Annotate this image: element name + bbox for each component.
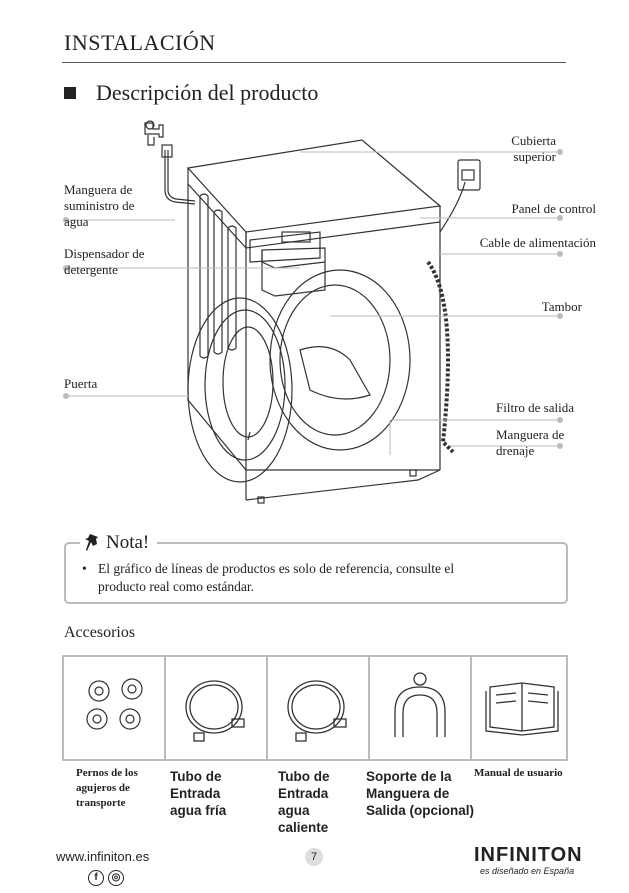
accessory-drain-hose-bracket — [370, 657, 472, 759]
note-box — [64, 542, 568, 604]
label-drain-filter: Filtro de salida — [496, 400, 574, 415]
note-title: Nota! — [106, 532, 150, 553]
label-door: Puerta — [64, 376, 98, 391]
accessory-transport-bolts — [64, 657, 166, 759]
instagram-icon[interactable]: ◎ — [108, 870, 124, 886]
page-subtitle: Descripción del producto — [96, 80, 319, 105]
section-title: INSTALACIÓN — [64, 30, 216, 55]
note-content: • El gráfico de líneas de productos es s… — [82, 560, 542, 596]
label-user-manual: Manual de usuario — [474, 767, 563, 779]
label-power-cable: Cable de alimentación — [479, 235, 596, 250]
hose-bracket-icon — [394, 672, 446, 737]
accessory-user-manual — [472, 657, 572, 759]
note-line-2: producto real como estándar. — [98, 579, 254, 594]
book-icon — [485, 682, 559, 736]
hot-hose-icon — [287, 680, 347, 742]
cold-hose-icon — [185, 680, 245, 742]
accessory-hot-inlet-hose — [268, 657, 370, 759]
note-line-1: El gráfico de líneas de productos es sol… — [98, 561, 455, 576]
note-bullet: • — [82, 561, 87, 576]
label-control-panel: Panel de control — [511, 201, 596, 216]
facebook-icon[interactable]: f — [88, 870, 104, 886]
transport-bolts-icon — [86, 678, 143, 730]
washing-machine-diagram — [63, 120, 563, 504]
brand-logo: INFINITON — [474, 844, 583, 866]
brand-tagline: es diseñado en España — [480, 866, 575, 876]
title-divider — [62, 62, 566, 63]
pushpin-icon — [85, 534, 98, 551]
accessories-title: Accesorios — [64, 624, 136, 641]
label-drum: Tambor — [541, 299, 582, 314]
footer-website-link[interactable]: www.infiniton.es — [56, 849, 150, 864]
square-bullet-icon — [64, 87, 76, 99]
page-number: 7 — [305, 848, 323, 866]
accessory-cold-inlet-hose — [166, 657, 268, 759]
accessories-grid — [62, 655, 568, 761]
note-header: Nota! — [80, 532, 158, 554]
